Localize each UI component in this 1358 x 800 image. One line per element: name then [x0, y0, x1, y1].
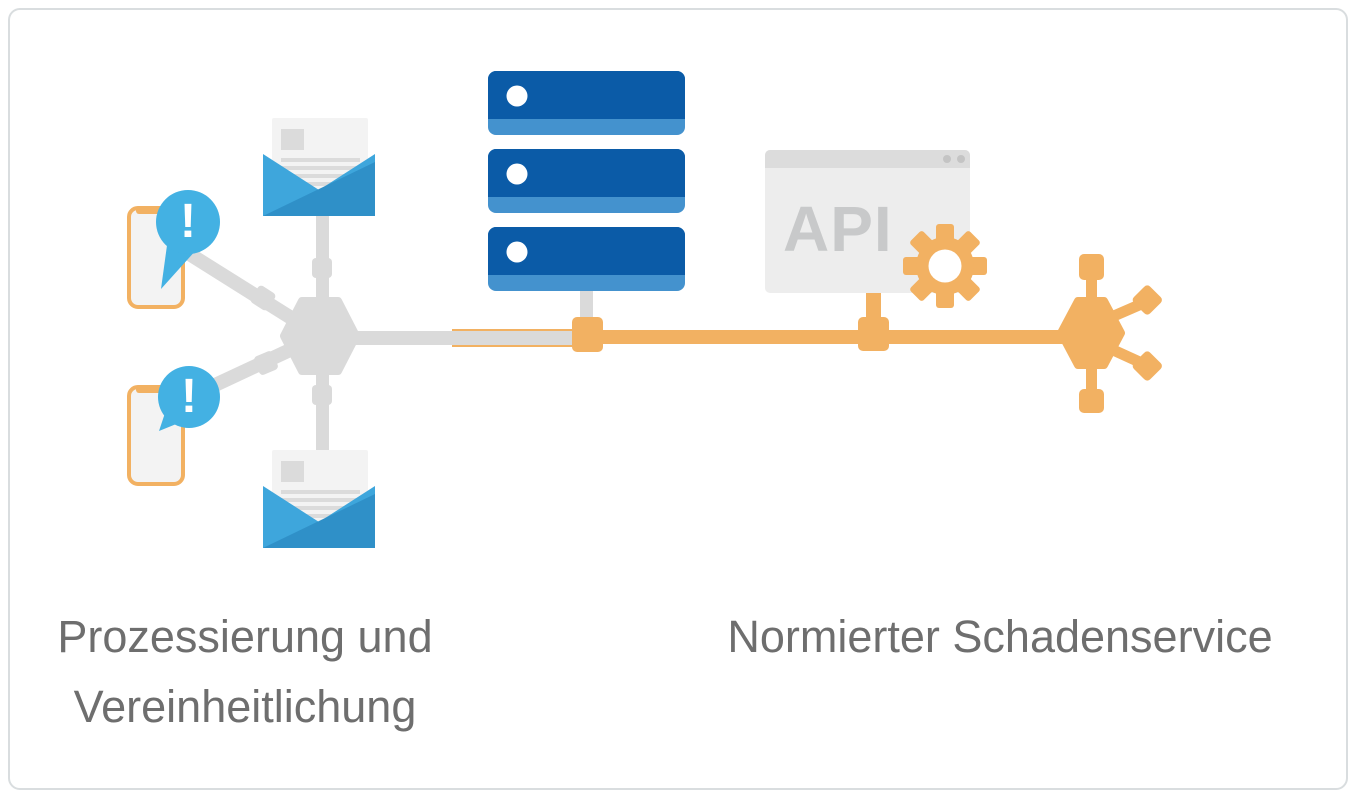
node-square-up: [312, 258, 332, 278]
hub-hexagon: [1057, 297, 1125, 369]
server-led: [506, 241, 528, 263]
letter-line: [281, 514, 360, 518]
caption-left: Prozessierung und Vereinheitlichung: [20, 602, 470, 742]
node-square-down: [312, 385, 332, 405]
diagram-card: [8, 8, 1348, 790]
letter-line: [281, 490, 360, 494]
server-led: [506, 85, 528, 107]
letter-line: [281, 506, 360, 510]
envelope-fold-shadow: [263, 162, 375, 216]
server-led: [506, 163, 528, 185]
hub-left-connections: [179, 198, 584, 462]
window-title-bar: [765, 150, 970, 168]
phone-notch: [136, 206, 162, 214]
api-label: API: [783, 193, 893, 265]
server-stack-icon: [488, 71, 685, 329]
alert-bubble-icon-top: [156, 190, 220, 289]
node-square-lower-left: [254, 351, 278, 375]
envelope-fold-shadow: [263, 494, 375, 548]
connector-line-down: [316, 370, 329, 462]
node-square-down: [1079, 389, 1104, 413]
pipe-gray: [356, 331, 582, 345]
pipe-orange: [585, 330, 1063, 344]
caption-left-line1: Prozessierung und: [57, 611, 433, 662]
gear-icon: [903, 224, 987, 308]
spoke-down: [1086, 363, 1097, 391]
letter-line: [281, 498, 360, 502]
letter-stamp: [281, 461, 304, 482]
exclamation-icon: !: [181, 370, 197, 423]
hub-hexagon-icon: [280, 297, 360, 375]
node-diamond-lower-right: [1132, 351, 1162, 381]
server-unit: [488, 149, 685, 213]
caption-left-line2: Vereinheitlichung: [73, 680, 417, 732]
node-square-upper-left: [250, 285, 276, 311]
exclamation-icon: !: [180, 195, 196, 248]
phone-notch: [136, 385, 162, 393]
letter-stamp: [281, 129, 304, 150]
envelope-open-icon-top: [263, 118, 375, 216]
window-dot-icon: [943, 155, 951, 163]
bubble-circle: [156, 190, 220, 254]
server-unit: [488, 71, 685, 135]
server-unit: [488, 227, 685, 291]
bubble-circle: [158, 366, 220, 428]
pipe-connector-main: [572, 317, 603, 352]
letter-line: [281, 166, 360, 170]
node-square-up: [1079, 254, 1104, 280]
letter-line: [281, 174, 360, 178]
api-stem: [866, 288, 881, 322]
spoke-up: [1086, 279, 1097, 305]
network-hub-icon: [1057, 254, 1162, 413]
envelope-open-icon-bottom: [263, 450, 375, 548]
letter-line: [281, 158, 360, 162]
orange-pipe: [585, 288, 1063, 351]
caption-right: Normierter Schadenservice: [727, 611, 1273, 662]
pipe-connector-api: [858, 317, 889, 351]
letter-line: [281, 182, 360, 186]
node-diamond-upper-right: [1132, 285, 1162, 315]
gear-hole: [928, 249, 962, 283]
window-dot-icon: [957, 155, 965, 163]
alert-bubble-icon-bottom: [158, 366, 220, 431]
